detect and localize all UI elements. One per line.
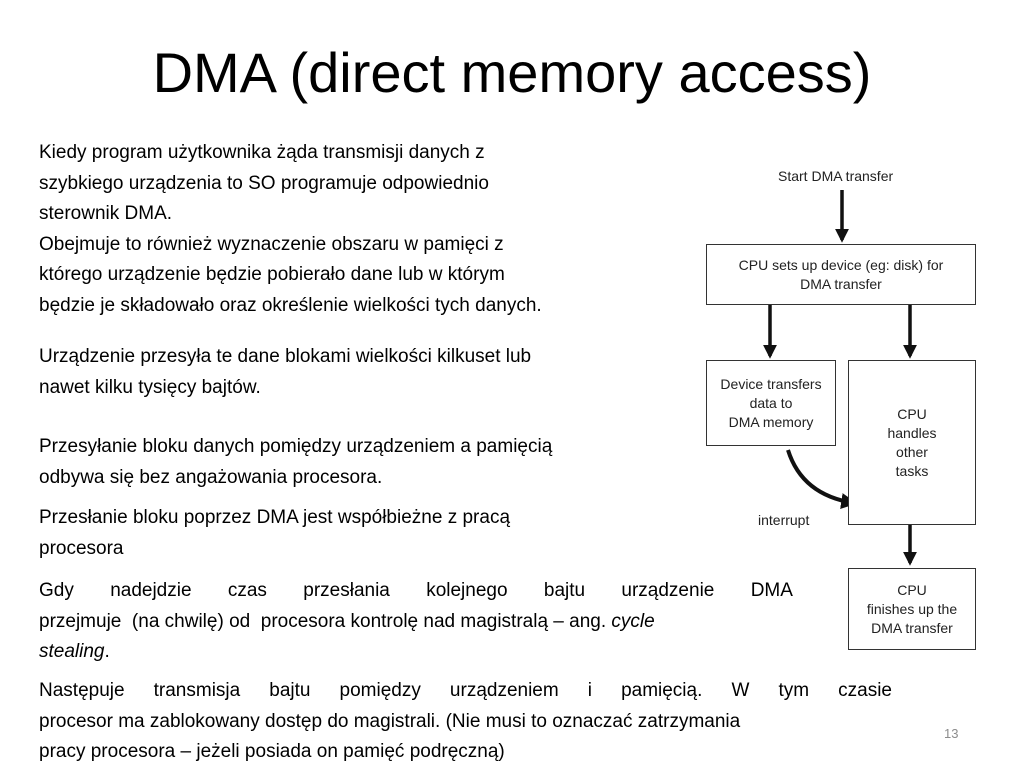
start-dma-label: Start DMA transfer bbox=[778, 168, 894, 184]
page-number: 13 bbox=[944, 726, 959, 741]
box-line: handles bbox=[887, 424, 937, 441]
word: Następuje bbox=[39, 680, 125, 701]
text-line: procesor ma zablokowany dostęp do magist… bbox=[39, 710, 741, 732]
italic-term: stealing bbox=[39, 641, 105, 662]
box-line: DMA memory bbox=[728, 413, 814, 430]
text-line: sterownik DMA. bbox=[39, 203, 173, 224]
justified-line: Następuje transmisja bajtu pomiędzy urzą… bbox=[39, 676, 892, 707]
word: tym bbox=[778, 680, 810, 701]
slide-title: DMA (direct memory access) bbox=[152, 41, 872, 104]
text-line: którego urządzenie będzie pobierało dane… bbox=[39, 264, 505, 285]
box-line: tasks bbox=[895, 462, 929, 479]
word: czas bbox=[227, 580, 267, 601]
word: urządzeniem bbox=[449, 680, 559, 701]
text-line: Przesłanie bloku poprzez DMA jest współb… bbox=[39, 507, 511, 528]
paragraph-no-cpu: Przesyłanie bloku danych pomiędzy urządz… bbox=[39, 432, 552, 493]
text-segment: . bbox=[104, 641, 110, 662]
cpu-handles-tasks-box: CPU handles other tasks bbox=[848, 360, 976, 525]
word: czasie bbox=[838, 680, 892, 701]
word: i bbox=[587, 680, 592, 701]
word: kolejnego bbox=[426, 580, 508, 601]
box-line: Device transfers bbox=[720, 375, 822, 392]
italic-term: cycle bbox=[611, 610, 655, 632]
box-line: data to bbox=[749, 394, 793, 411]
arrow-interrupt bbox=[786, 449, 858, 509]
paragraph-concurrent: Przesłanie bloku poprzez DMA jest współb… bbox=[39, 503, 510, 564]
paragraph-block-transfer: Urządzenie przesyła te dane blokami wiel… bbox=[39, 342, 531, 403]
word: nadejdzie bbox=[110, 580, 192, 601]
box-line: CPU bbox=[897, 581, 927, 598]
text-line: będzie je składowało oraz określenie wie… bbox=[39, 294, 542, 316]
box-line: other bbox=[896, 443, 928, 460]
text-line: nawet kilku tysięcy bajtów. bbox=[39, 376, 261, 398]
text-line: Obejmuje to również wyznaczenie obszaru … bbox=[39, 233, 504, 255]
paragraph-dma-setup: Kiedy program użytkownika żąda transmisj… bbox=[39, 138, 542, 321]
diagram-arrows bbox=[763, 190, 917, 566]
word: urządzenie bbox=[621, 580, 715, 601]
word: bajtu bbox=[269, 680, 311, 701]
device-transfer-box: Device transfers data to DMA memory bbox=[706, 360, 836, 446]
word: pomiędzy bbox=[339, 680, 421, 701]
text-line: stealing. bbox=[39, 637, 793, 668]
box-line: CPU sets up device (eg: disk) for bbox=[738, 256, 944, 273]
dma-flow-diagram: Start DMA transfer CPU sets up device (e… bbox=[690, 160, 990, 660]
text-line: Kiedy program użytkownika żąda transmisj… bbox=[39, 142, 485, 163]
word: bajtu bbox=[543, 580, 586, 601]
text-line: pracy procesora – jeżeli posiada on pami… bbox=[39, 741, 505, 762]
text-line: odbywa się bez angażowania procesora. bbox=[39, 466, 383, 488]
box-line: DMA transfer bbox=[800, 275, 882, 292]
text-line: procesora bbox=[39, 537, 124, 559]
word: W bbox=[731, 680, 750, 701]
text-line: Przesyłanie bloku danych pomiędzy urządz… bbox=[39, 436, 553, 457]
text-line: przejmuje (na chwilę) od procesora kontr… bbox=[39, 607, 793, 638]
interrupt-label: interrupt bbox=[758, 512, 810, 528]
word: przesłania bbox=[303, 580, 390, 601]
text-line: szybkiego urządzenia to SO programuje od… bbox=[39, 172, 489, 194]
box-line: finishes up the bbox=[866, 600, 958, 617]
cpu-finishes-box: CPU finishes up the DMA transfer bbox=[848, 568, 976, 650]
word: Gdy bbox=[39, 580, 74, 601]
word: DMA bbox=[750, 580, 793, 601]
text-line: Urządzenie przesyła te dane blokami wiel… bbox=[39, 346, 532, 367]
paragraph-cycle-stealing: Gdy nadejdzie czas przesłania kolejnego … bbox=[39, 576, 793, 668]
word: pamięcią. bbox=[621, 680, 703, 701]
paragraph-bus-blocked: Następuje transmisja bajtu pomiędzy urzą… bbox=[39, 676, 892, 768]
setup-device-box: CPU sets up device (eg: disk) for DMA tr… bbox=[706, 244, 976, 305]
justified-line: Gdy nadejdzie czas przesłania kolejnego … bbox=[39, 576, 793, 607]
box-line: CPU bbox=[897, 405, 927, 422]
text-segment: przejmuje (na chwilę) od procesora kontr… bbox=[39, 610, 612, 632]
word: transmisja bbox=[153, 680, 241, 701]
box-line: DMA transfer bbox=[871, 619, 953, 636]
